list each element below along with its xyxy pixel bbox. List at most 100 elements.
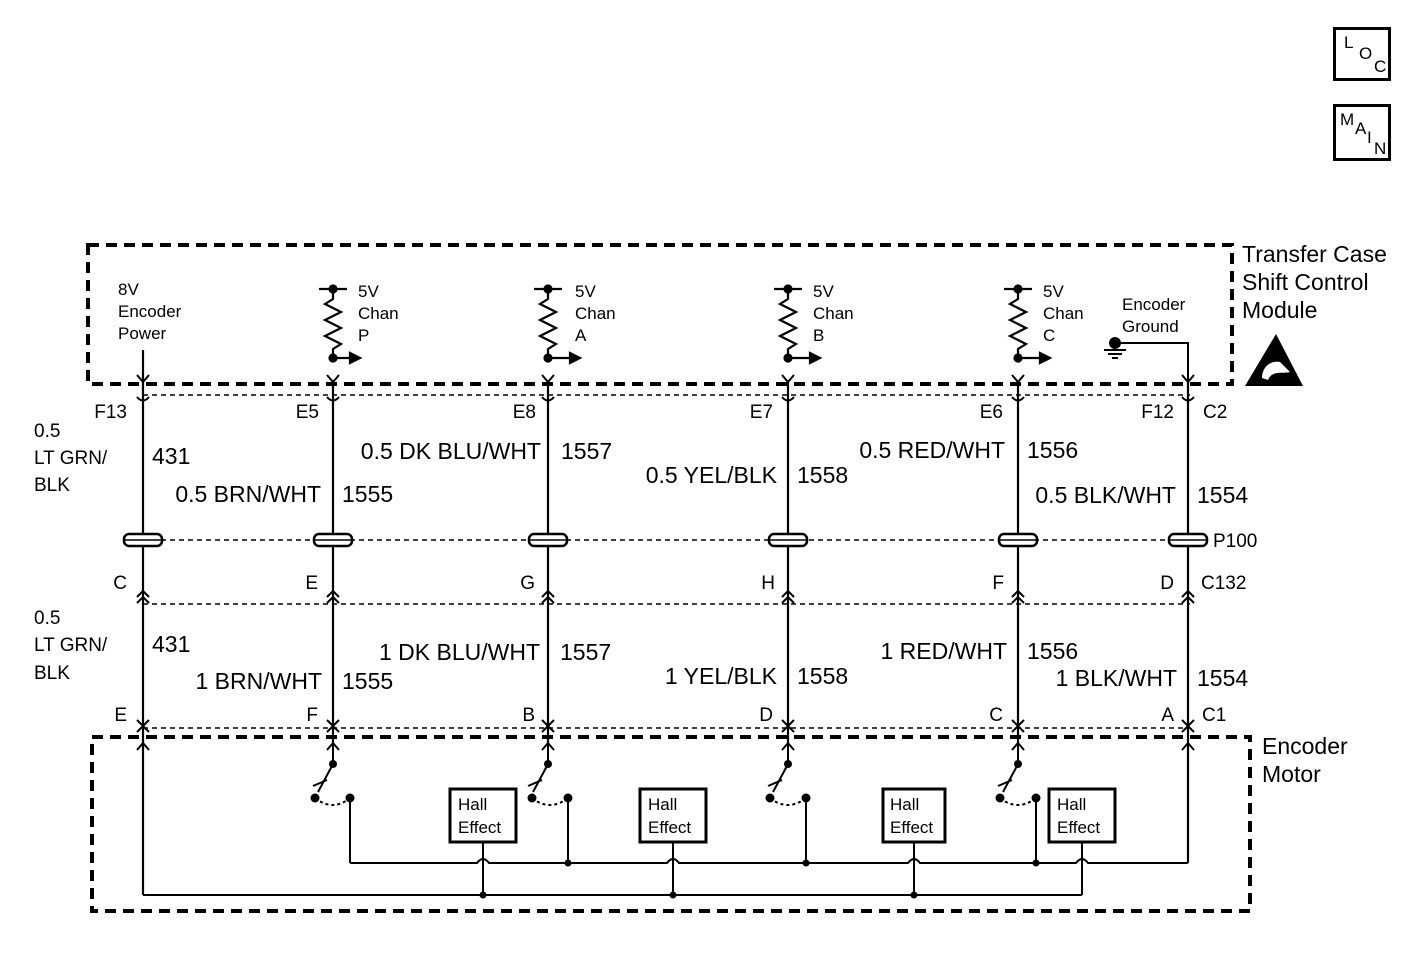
lower-wire-5-circuit: 1556: [1027, 638, 1078, 664]
chan-p-line-2: Chan: [358, 304, 399, 323]
c132-terminals: [136, 589, 1195, 604]
chan-a-line-3: A: [575, 326, 587, 345]
lower-wire-1-color-1: 0.5: [34, 608, 60, 629]
lower-pin-1: E: [114, 705, 127, 726]
lower-wire-1-circuit: 431: [152, 631, 190, 657]
middle-pin-6: D: [1160, 573, 1174, 594]
motor-junction-dots: [479, 859, 1040, 899]
hall-effect-sensor-1: [448, 787, 518, 844]
chan-c-line-2: Chan: [1043, 304, 1084, 323]
hall-switches: [310, 744, 1041, 806]
lower-wire-6-circuit: 1554: [1197, 665, 1248, 691]
motor-bus-wiring: [143, 798, 1188, 896]
lower-wire-2-color: 1 BRN/WHT: [196, 668, 323, 694]
upper-wire-1-color-1: 0.5: [34, 421, 60, 442]
pullup-circuits: [319, 284, 1053, 365]
middle-pin-4: H: [761, 573, 775, 594]
upper-wire-2-color: 0.5 BRN/WHT: [175, 481, 321, 507]
loc-button[interactable]: L O C: [1333, 27, 1391, 81]
loc-letter-o: O: [1359, 44, 1373, 63]
lower-wire-2-circuit: 1555: [342, 668, 393, 694]
lower-pin-4: D: [759, 705, 773, 726]
module-box: [86, 243, 1234, 386]
lower-wire-6-color: 1 BLK/WHT: [1056, 665, 1177, 691]
hall-label-4a: Hall: [1057, 795, 1086, 814]
main-letter-n: N: [1374, 139, 1387, 158]
lower-wire-5-color: 1 RED/WHT: [881, 638, 1008, 664]
chan-a-line-2: Chan: [575, 304, 616, 323]
main-letter-m: M: [1340, 110, 1355, 129]
encoder-ground-line-2: Ground: [1122, 317, 1179, 336]
upper-wire-2-circuit: 1555: [342, 481, 393, 507]
connector-c2-label: C2: [1203, 402, 1227, 423]
upper-wire-4-color: 0.5 YEL/BLK: [646, 462, 778, 488]
module-title-line-2: Shift Control: [1242, 269, 1369, 295]
hall-label-2b: Effect: [648, 818, 691, 837]
upper-wire-4-circuit: 1558: [797, 462, 848, 488]
loc-letter-l: L: [1344, 33, 1354, 52]
hall-label-3a: Hall: [890, 795, 919, 814]
upper-wire-1-color-3: BLK: [34, 475, 70, 496]
hall-effect-sensors: Hall Effect Hall Effect Hall Effect Hall…: [448, 787, 1117, 844]
chan-p-line-3: P: [358, 326, 369, 345]
upper-pin-6: F12: [1141, 402, 1174, 423]
upper-pin-5: E6: [980, 402, 1003, 423]
motor-title-line-2: Motor: [1262, 761, 1321, 787]
chan-b-line-2: Chan: [813, 304, 854, 323]
module-title-line-1: Transfer Case: [1242, 241, 1387, 267]
motor-title-line-1: Encoder: [1262, 733, 1348, 759]
upper-wire-1-color-2: LT GRN/: [34, 448, 108, 469]
chan-a-line-1: 5V: [575, 282, 596, 301]
encoder-power-line-3: Power: [118, 324, 167, 343]
lower-wire-1-color-2: LT GRN/: [34, 635, 108, 656]
lower-pin-3: B: [522, 705, 535, 726]
middle-pin-5: F: [992, 573, 1004, 594]
upper-pin-1: F13: [94, 402, 127, 423]
middle-pin-1: C: [113, 573, 127, 594]
lower-pin-6: A: [1161, 705, 1174, 726]
lower-pin-2: F: [306, 705, 318, 726]
motor-box: [90, 735, 1252, 913]
chan-c-line-3: C: [1043, 326, 1055, 345]
hall-label-1b: Effect: [458, 818, 501, 837]
connector-c1-label: C1: [1202, 705, 1226, 726]
chan-b-line-3: B: [813, 326, 824, 345]
lower-wire-1-color-3: BLK: [34, 663, 70, 684]
encoder-ground: [1104, 337, 1189, 382]
connector-p100-label: P100: [1213, 531, 1257, 552]
c1-terminals: [136, 719, 1195, 733]
encoder-power-line-1: 8V: [118, 280, 139, 299]
motor-pin-arrows: [136, 741, 1195, 751]
middle-pin-2: E: [305, 573, 318, 594]
lower-wire-4-color: 1 YEL/BLK: [665, 663, 778, 689]
esd-warning-icon: [1245, 334, 1303, 386]
encoder-power-line-2: Encoder: [118, 302, 182, 321]
chan-p-line-1: 5V: [358, 282, 379, 301]
upper-pin-2: E5: [296, 402, 319, 423]
lower-wire-3-color: 1 DK BLU/WHT: [379, 639, 540, 665]
main-letter-i: I: [1367, 128, 1372, 147]
upper-pin-3: E8: [513, 402, 536, 423]
lower-wire-3-circuit: 1557: [560, 639, 611, 665]
hall-label-4b: Effect: [1057, 818, 1100, 837]
c2-terminals: [136, 396, 1195, 402]
module-title-line-3: Module: [1242, 297, 1317, 323]
upper-wire-5-color: 0.5 RED/WHT: [859, 437, 1005, 463]
p100-grommets: [122, 532, 1209, 548]
hall-label-3b: Effect: [890, 818, 933, 837]
connector-c132-label: C132: [1201, 573, 1246, 594]
hall-label-1a: Hall: [458, 795, 487, 814]
middle-pin-3: G: [520, 573, 535, 594]
upper-wire-5-circuit: 1556: [1027, 437, 1078, 463]
main-button[interactable]: M A I N: [1333, 104, 1391, 161]
module-pin-arrows: [136, 374, 1195, 384]
loc-letter-c: C: [1374, 57, 1387, 76]
upper-wire-6-circuit: 1554: [1197, 482, 1248, 508]
lower-pin-5: C: [989, 705, 1003, 726]
hall-effect-sensor-2: [638, 787, 708, 844]
upper-wire-6-color: 0.5 BLK/WHT: [1035, 482, 1176, 508]
lower-wire-4-circuit: 1558: [797, 663, 848, 689]
hall-effect-sensor-3: [881, 787, 947, 844]
upper-wire-3-circuit: 1557: [561, 438, 612, 464]
